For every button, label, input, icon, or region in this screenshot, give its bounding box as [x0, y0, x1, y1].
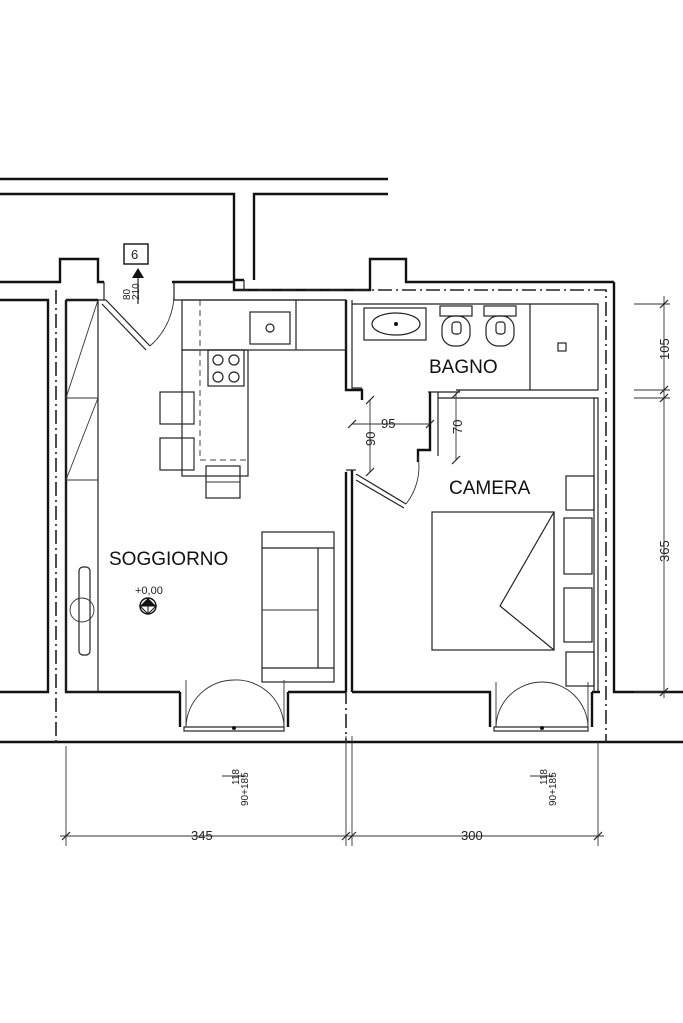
room-label-camera: CAMERA — [449, 478, 531, 499]
room-label-bagno: BAGNO — [429, 357, 498, 378]
bedroom-door — [355, 455, 420, 509]
window-bedroom-top: 118 — [539, 769, 550, 785]
room-label-soggiorno: SOGGIORNO — [109, 549, 228, 570]
bedroom-balcony-door — [493, 681, 589, 732]
wardrobe — [65, 299, 99, 693]
bathroom-fixtures — [363, 305, 567, 352]
elevation-label: +0,00 — [135, 585, 163, 597]
entrance-door — [101, 282, 175, 351]
dimension-bedroom-door: 90 — [363, 432, 378, 446]
entrance-door-width: 80 — [122, 288, 133, 300]
dimension-living-width: 345 — [191, 828, 213, 843]
exterior-walls — [0, 257, 683, 744]
dimension-lines — [60, 296, 670, 846]
dimension-bath-depth: 105 — [657, 338, 672, 360]
sofa — [261, 531, 335, 683]
corridor-walls — [0, 177, 388, 290]
dimension-bath-door: 70 — [450, 420, 465, 434]
entrance-number: 6 — [131, 247, 138, 262]
dimension-bedroom-width: 300 — [461, 828, 483, 843]
window-living-bottom: 90+185 — [240, 772, 251, 806]
window-bedroom-bottom: 90+185 — [548, 772, 559, 806]
entrance-marker — [123, 243, 149, 304]
kitchen — [159, 299, 347, 499]
living-balcony-door — [183, 679, 285, 732]
window-living-top: 118 — [231, 769, 242, 785]
entrance-door-height: 210 — [131, 283, 142, 300]
dimension-bedroom-depth: 365 — [657, 540, 672, 562]
bed — [431, 475, 595, 687]
elevation-marker-icon — [138, 597, 158, 615]
dimension-corridor-width: 95 — [381, 416, 395, 431]
insulation-lines — [55, 289, 607, 742]
